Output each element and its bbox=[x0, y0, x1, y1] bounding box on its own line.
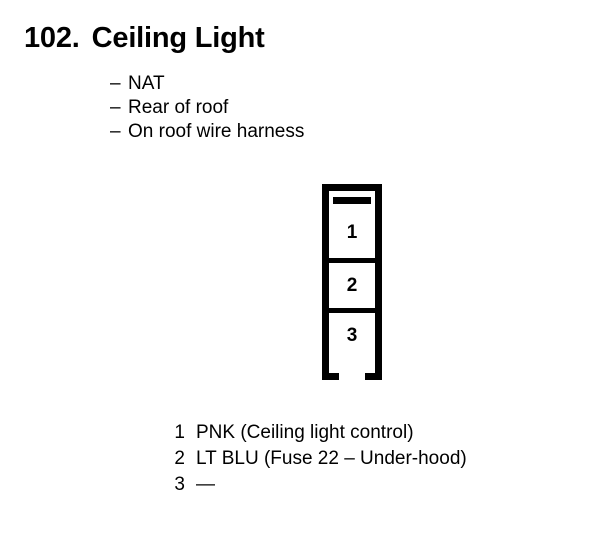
connector-pin-number: 2 bbox=[346, 274, 358, 296]
connector-bottom-rail bbox=[329, 360, 375, 366]
description-text: NAT bbox=[128, 73, 165, 94]
connector-top-slot-right-gap bbox=[371, 191, 375, 204]
connector-left-wall bbox=[322, 184, 329, 380]
legend-pin-number: 3 bbox=[174, 474, 185, 495]
dash-bullet-icon: – bbox=[110, 73, 121, 94]
description-list: –NAT –Rear of roof –On roof wire harness bbox=[110, 72, 304, 144]
connector-top-slot-left-gap bbox=[329, 191, 333, 204]
legend-pin-label: LT BLU (Fuse 22 – Under-hood) bbox=[196, 448, 467, 469]
page-title: 102. Ceiling Light bbox=[24, 21, 265, 55]
connector-pin-number: 3 bbox=[346, 324, 358, 346]
item-number: 102. bbox=[24, 22, 80, 54]
connector-top-slot bbox=[333, 191, 371, 197]
legend-pin-number: 1 bbox=[174, 422, 185, 443]
connector-right-wall bbox=[375, 184, 382, 380]
legend-row: 2 LT BLU (Fuse 22 – Under-hood) bbox=[150, 446, 467, 472]
connector-top-wall bbox=[322, 184, 382, 191]
connector-pin-number: 1 bbox=[346, 222, 358, 243]
description-text: Rear of roof bbox=[128, 97, 229, 118]
connector-pin-cell: 3 bbox=[329, 308, 375, 358]
legend-pin-number: 2 bbox=[174, 448, 185, 469]
pin-legend: 1 PNK (Ceiling light control) 2 LT BLU (Fu… bbox=[150, 420, 467, 498]
list-item: –On roof wire harness bbox=[110, 120, 304, 144]
item-title: Ceiling Light bbox=[91, 22, 265, 54]
connector-diagram: 1 2 3 bbox=[322, 184, 382, 380]
dash-bullet-icon: – bbox=[110, 121, 121, 142]
list-item: –Rear of roof bbox=[110, 96, 304, 120]
connector-bottom-notch bbox=[339, 366, 365, 380]
connector-pin-cell: 1 bbox=[329, 208, 375, 258]
legend-row: 3— bbox=[150, 472, 467, 498]
legend-row: 1 PNK (Ceiling light control) bbox=[150, 420, 467, 446]
legend-pin-label: — bbox=[196, 474, 215, 495]
dash-bullet-icon: – bbox=[110, 97, 121, 118]
connector-body: 1 2 3 bbox=[322, 184, 382, 380]
list-item: –NAT bbox=[110, 72, 304, 96]
description-text: On roof wire harness bbox=[128, 121, 305, 142]
connector-pin-cells: 1 2 3 bbox=[329, 208, 375, 358]
connector-top-latch-bar bbox=[333, 197, 371, 204]
legend-pin-label: PNK (Ceiling light control) bbox=[196, 422, 414, 443]
connector-pin-cell: 2 bbox=[329, 258, 375, 308]
